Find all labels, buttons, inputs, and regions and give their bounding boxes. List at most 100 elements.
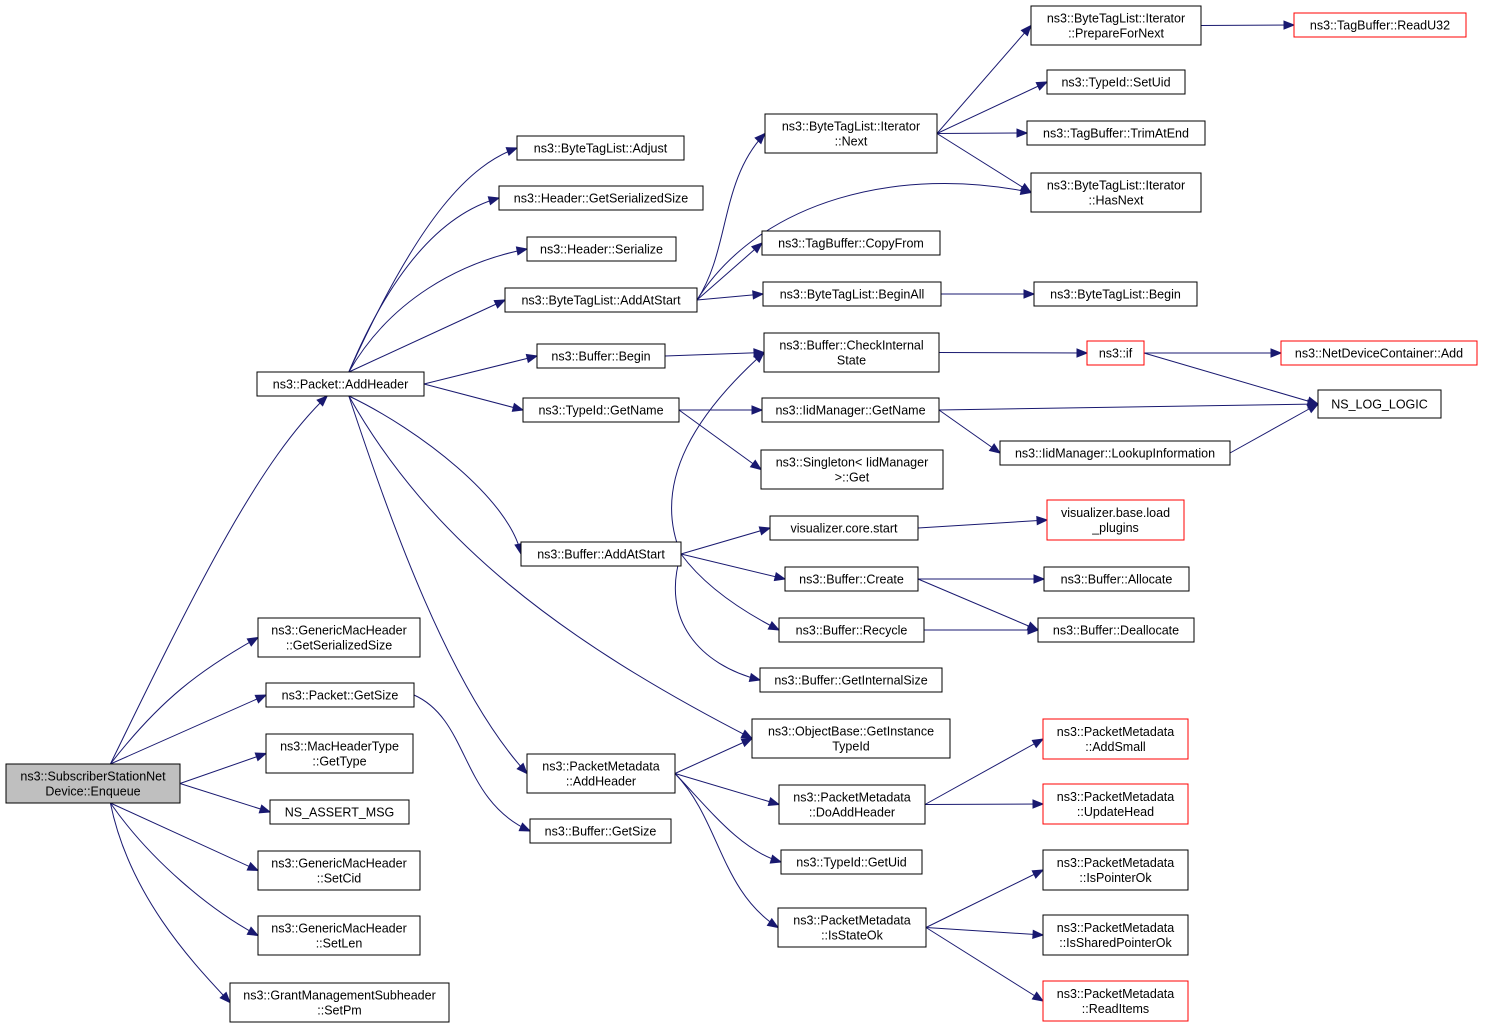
arrowhead — [752, 290, 765, 300]
node-box — [520, 541, 682, 567]
node-iidm-lookup[interactable]: ns3::IidManager::LookupInformation — [999, 440, 1231, 466]
node-buf-allocate[interactable]: ns3::Buffer::Allocate — [1043, 566, 1190, 592]
call-edge-btl_addatstart-to-tb_copyfrom — [696, 242, 763, 301]
node-tb-copyfrom[interactable]: ns3::TagBuffer::CopyFrom — [761, 230, 941, 256]
node-pm-readitems[interactable]: ns3::PacketMetadata::ReadItems — [1042, 980, 1189, 1022]
call-edge-pm_doaddheader-to-pm_addsmall — [924, 738, 1044, 805]
node-gmh-setcid[interactable]: ns3::GenericMacHeader::SetCid — [257, 850, 421, 891]
node-box — [504, 287, 698, 313]
node-label-line: ns3::ByteTagList::Adjust — [534, 142, 668, 156]
node-pm-updatehead[interactable]: ns3::PacketMetadata::UpdateHead — [1042, 783, 1189, 825]
node-label-line: ::AddSmall — [1085, 740, 1145, 754]
node-label-line: ::PrepareForNext — [1068, 27, 1164, 41]
node-buf-deallocate[interactable]: ns3::Buffer::Deallocate — [1037, 617, 1195, 643]
node-ns-assert-msg[interactable]: NS_ASSERT_MSG — [269, 799, 410, 825]
node-label-line: ns3::Packet::GetSize — [282, 689, 399, 703]
node-ns3-if[interactable]: ns3::if — [1086, 340, 1145, 366]
node-buf-getintsize[interactable]: ns3::Buffer::GetInternalSize — [759, 667, 943, 693]
node-label-line: ns3::MacHeaderType — [280, 740, 399, 754]
node-label-line: Device::Enqueue — [45, 785, 140, 799]
node-tb-trimatend[interactable]: ns3::TagBuffer::TrimAtEnd — [1026, 120, 1206, 146]
node-viz-load-plugins[interactable]: visualizer.base.load_plugins — [1046, 499, 1185, 541]
node-ndc-add[interactable]: ns3::NetDeviceContainer::Add — [1280, 340, 1478, 366]
node-buf-addatstart[interactable]: ns3::Buffer::AddAtStart — [520, 541, 682, 567]
node-label-line: ns3::GenericMacHeader — [271, 624, 406, 638]
node-box — [764, 113, 938, 154]
node-pm-ispointerok[interactable]: ns3::PacketMetadata::IsPointerOk — [1042, 849, 1189, 891]
call-edge-viz_core_start-to-viz_load_plugins — [917, 519, 1048, 529]
node-box — [265, 733, 414, 774]
function-nodes: ns3::SubscriberStationNetDevice::Enqueue… — [5, 5, 1478, 1023]
node-hdr-serialize[interactable]: ns3::Header::Serialize — [526, 236, 677, 262]
node-label-line: ns3::PacketMetadata — [1057, 725, 1174, 739]
node-pkt-getsize[interactable]: ns3::Packet::GetSize — [265, 682, 415, 708]
node-box — [778, 784, 926, 825]
node-btli-prepare[interactable]: ns3::ByteTagList::Iterator::PrepareForNe… — [1030, 5, 1202, 46]
node-gms-setpm[interactable]: ns3::GrantManagementSubheader::SetPm — [229, 982, 450, 1023]
arrowhead — [1033, 574, 1046, 584]
node-ns-log-logic[interactable]: NS_LOG_LOGIC — [1317, 389, 1442, 419]
node-tb-readu32[interactable]: ns3::TagBuffer::ReadU32 — [1293, 12, 1467, 38]
node-box — [256, 371, 425, 397]
node-box — [1043, 566, 1190, 592]
node-pm-addsmall[interactable]: ns3::PacketMetadata::AddSmall — [1042, 718, 1189, 760]
node-label-line: TypeId — [832, 740, 870, 754]
node-box — [761, 397, 940, 423]
node-box — [265, 682, 415, 708]
node-label-line: visualizer.core.start — [791, 522, 899, 536]
node-label-line: ns3::ByteTagList::Iterator — [1047, 12, 1185, 26]
arrowhead — [749, 459, 763, 471]
node-label-line: visualizer.base.load — [1061, 506, 1170, 520]
arrowhead — [246, 636, 260, 647]
node-btl-addatstart[interactable]: ns3::ByteTagList::AddAtStart — [504, 287, 698, 313]
node-box — [1030, 172, 1202, 213]
node-label-line: ns3::PacketMetadata — [1057, 987, 1174, 1001]
node-box — [257, 915, 421, 956]
node-buf-begin[interactable]: ns3::Buffer::Begin — [536, 343, 666, 369]
node-pm-isstateok[interactable]: ns3::PacketMetadata::IsStateOk — [777, 907, 927, 948]
arrowhead — [769, 854, 783, 864]
node-buf-recycle[interactable]: ns3::Buffer::Recycle — [778, 617, 925, 643]
call-edge-pm_isstateok-to-pm_ispointerok — [925, 869, 1044, 928]
arrowhead — [1035, 81, 1049, 91]
node-box — [5, 763, 181, 804]
node-pkt-addheader[interactable]: ns3::Packet::AddHeader — [256, 371, 425, 397]
node-viz-core-start[interactable]: visualizer.core.start — [769, 515, 919, 541]
node-pm-doaddheader[interactable]: ns3::PacketMetadata::DoAddHeader — [778, 784, 926, 825]
node-btl-adjust[interactable]: ns3::ByteTagList::Adjust — [516, 135, 685, 161]
node-btli-hasnext[interactable]: ns3::ByteTagList::Iterator::HasNext — [1030, 172, 1202, 213]
node-box — [751, 718, 951, 759]
node-box — [1293, 12, 1467, 38]
node-label-line: ns3::Buffer::Create — [799, 573, 904, 587]
node-hdr-getsersize[interactable]: ns3::Header::GetSerializedSize — [498, 185, 704, 211]
node-gmh-getsersize[interactable]: ns3::GenericMacHeader::GetSerializedSize — [257, 617, 421, 658]
call-edge-pm_doaddheader-to-pm_updatehead — [924, 803, 1044, 805]
call-edge-tid_getname-to-singleton_get — [678, 409, 762, 470]
node-box — [1042, 718, 1189, 760]
node-iidm-getname[interactable]: ns3::IidManager::GetName — [761, 397, 940, 423]
node-label-line: ns3::IidManager::GetName — [775, 404, 925, 418]
arrowhead — [1031, 991, 1045, 1002]
node-box — [763, 332, 940, 373]
node-btli-next[interactable]: ns3::ByteTagList::Iterator::Next — [764, 113, 938, 154]
node-buf-getsize[interactable]: ns3::Buffer::GetSize — [529, 818, 672, 844]
node-gmh-setlen[interactable]: ns3::GenericMacHeader::SetLen — [257, 915, 421, 956]
arrowhead — [487, 196, 501, 206]
node-tid-getname[interactable]: ns3::TypeId::GetName — [522, 397, 680, 423]
node-btl-begin[interactable]: ns3::ByteTagList::Begin — [1033, 281, 1198, 307]
node-label-line: ns3::GrantManagementSubheader — [243, 989, 436, 1003]
node-singleton-get[interactable]: ns3::Singleton< IidManager>::Get — [760, 449, 944, 490]
node-btl-beginall[interactable]: ns3::ByteTagList::BeginAll — [762, 281, 942, 307]
node-tid-getuid[interactable]: ns3::TypeId::GetUid — [780, 849, 923, 875]
call-edge-pkt_addheader-to-tid_getname — [423, 383, 524, 411]
node-label-line: ns3::Buffer::CheckInternal — [779, 339, 923, 353]
node-buf-create[interactable]: ns3::Buffer::Create — [784, 566, 919, 592]
node-mht-gettype[interactable]: ns3::MacHeaderType::GetType — [265, 733, 414, 774]
node-box — [516, 135, 685, 161]
node-tid-setuid[interactable]: ns3::TypeId::SetUid — [1046, 69, 1186, 95]
arrowhead — [1270, 348, 1283, 358]
node-pm-addheader[interactable]: ns3::PacketMetadata::AddHeader — [526, 753, 676, 794]
node-pm-issharedptrok[interactable]: ns3::PacketMetadata::IsSharedPointerOk — [1042, 914, 1189, 956]
